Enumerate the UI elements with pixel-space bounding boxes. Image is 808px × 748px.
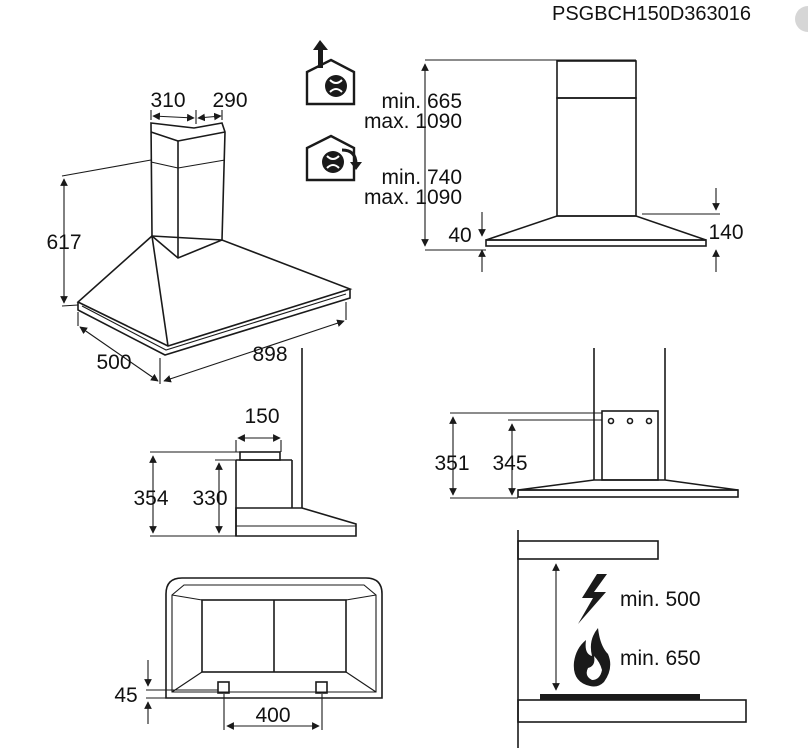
house-fan-recirculation-icon	[305, 134, 362, 182]
product-code: PSGBCH150D363016	[552, 3, 751, 25]
hood-depth-label: 500	[96, 351, 131, 374]
scroll-indicator[interactable]	[795, 6, 808, 32]
canopy-side-height-label: 140	[708, 221, 743, 244]
bottom-view: 45 400	[114, 577, 383, 730]
extraction-max-label: max. 1090	[364, 110, 462, 133]
bracket-height-1-label: 351	[434, 452, 469, 475]
lightning-icon	[578, 574, 607, 624]
bracket-view: 351 345	[434, 348, 739, 499]
chimney-width-2-label: 290	[212, 89, 247, 112]
hob-clearance-view: min. 500 min. 650	[517, 530, 747, 748]
flame-icon	[573, 628, 611, 687]
recirculation-max-label: max. 1090	[364, 186, 462, 209]
canopy-front-height-label: 40	[448, 224, 471, 247]
hood-height-label: 617	[46, 231, 81, 254]
installation-heights: min. 665 max. 1090 min. 740 max. 1090 40…	[305, 40, 744, 272]
electric-min-label: min. 500	[620, 588, 701, 611]
hood-isometric-view: 310 290 617 500 898	[46, 89, 353, 384]
edge-offset-label: 45	[114, 684, 137, 707]
side-section-view: 150 354 330	[133, 348, 357, 537]
inner-height-label: 330	[192, 487, 227, 510]
house-fan-extraction-icon	[305, 40, 356, 106]
chimney-width-1-label: 310	[150, 89, 185, 112]
hood-width-label: 898	[252, 343, 287, 366]
hole-spacing-label: 400	[255, 704, 290, 727]
bracket-height-2-label: 345	[492, 452, 527, 475]
outlet-width-label: 150	[244, 405, 279, 428]
total-height-label: 354	[133, 487, 168, 510]
gas-min-label: min. 650	[620, 647, 701, 670]
